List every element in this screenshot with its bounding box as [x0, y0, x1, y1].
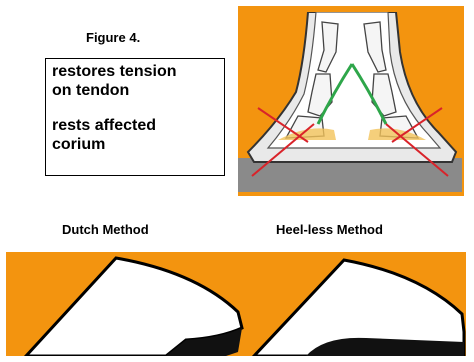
annotation-line-2: on tendon [52, 81, 218, 100]
annotation-box: restores tension on tendon rests affecte… [45, 58, 225, 176]
annotation-line-1: restores tension [52, 62, 218, 81]
method-label-heel-less: Heel-less Method [276, 222, 383, 237]
figure-title: Figure 4. [86, 30, 140, 45]
ground [238, 158, 462, 192]
hoof-profiles-illustration [6, 252, 466, 356]
hoof-cross-section-illustration [238, 12, 462, 192]
annotation-line-4: corium [52, 135, 218, 154]
method-label-dutch: Dutch Method [62, 222, 149, 237]
annotation-line-3: rests affected [52, 116, 218, 135]
